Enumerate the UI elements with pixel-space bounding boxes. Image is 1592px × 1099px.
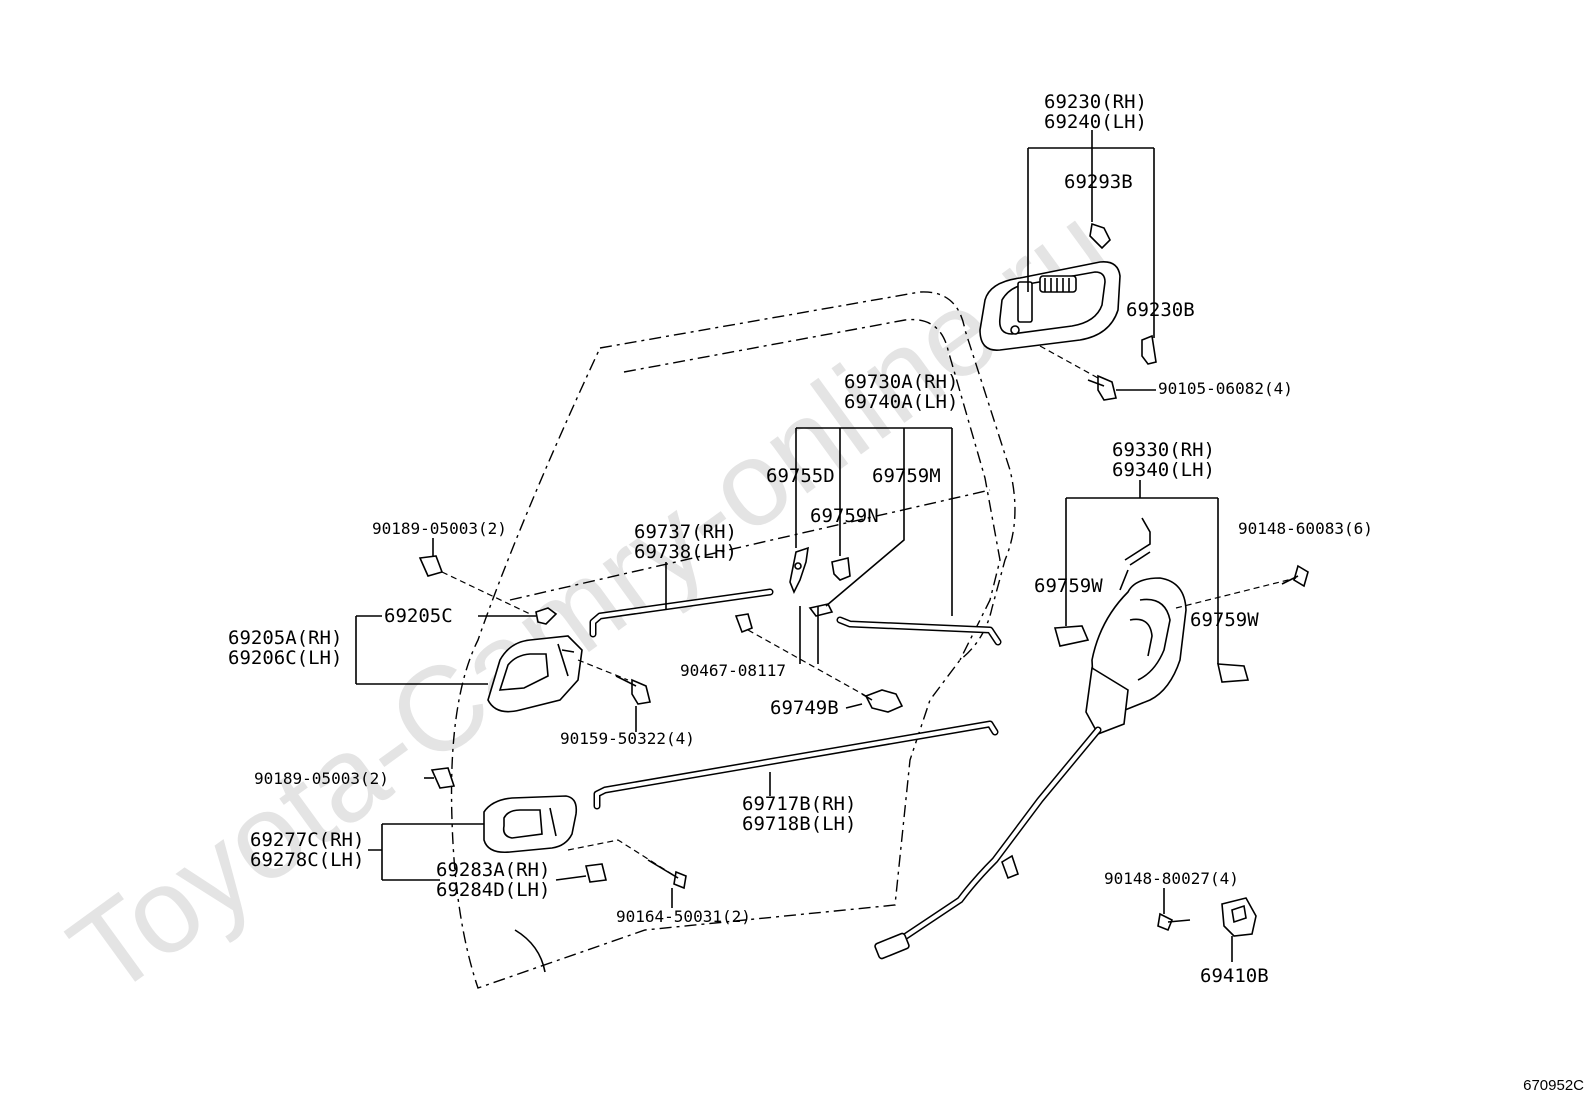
label-90189-bottom: 90189-05003(2) [254, 769, 389, 788]
label-90148-60083: 90148-60083(6) [1238, 519, 1373, 538]
lock-cable [874, 726, 1102, 960]
door-lock-assembly[interactable] [1085, 517, 1187, 735]
label-69205a-rh: 69205A(RH) [228, 627, 342, 649]
label-69278c-lh: 69278C(LH) [250, 849, 364, 871]
label-69718b-lh: 69718B(LH) [742, 813, 856, 835]
label-69340-lh: 69340(LH) [1112, 459, 1215, 481]
label-90467: 90467-08117 [680, 661, 786, 680]
rod-69737[interactable] [589, 588, 774, 638]
door-striker[interactable] [1221, 897, 1257, 937]
outside-door-handle[interactable] [979, 260, 1121, 351]
label-90164: 90164-50031(2) [616, 907, 751, 926]
label-69240-lh: 69240(LH) [1044, 111, 1147, 133]
bezel-cap-69283a[interactable] [585, 863, 607, 883]
label-69759w-left: 69759W [1034, 575, 1103, 597]
label-69749b: 69749B [770, 697, 839, 719]
label-69230-rh: 69230(RH) [1044, 91, 1147, 113]
label-69293b: 69293B [1064, 171, 1133, 193]
label-69737-rh: 69737(RH) [634, 521, 737, 543]
lever-69749b[interactable] [861, 689, 904, 713]
handle-pad-69205c[interactable] [535, 607, 558, 625]
label-69283a-rh: 69283A(RH) [436, 859, 550, 881]
watermark: Toyota-Camry-online.ru [47, 180, 1135, 1021]
rod-clip-69759n[interactable] [831, 557, 851, 581]
screw-90148-80027[interactable] [1157, 912, 1191, 932]
label-90189-top: 90189-05003(2) [372, 519, 507, 538]
clip-90467[interactable] [734, 613, 753, 634]
door-outline [450, 291, 1016, 989]
label-69230b: 69230B [1126, 299, 1195, 321]
screw-90164[interactable] [647, 859, 687, 890]
clip-90189-bottom[interactable] [430, 767, 456, 789]
screw-90148-60083[interactable] [1281, 564, 1309, 588]
label-69730a-rh: 69730A(RH) [844, 371, 958, 393]
label-90159: 90159-50322(4) [560, 729, 695, 748]
label-69277c-rh: 69277C(RH) [250, 829, 364, 851]
bolt-90105[interactable] [1087, 374, 1117, 401]
inside-door-handle[interactable] [487, 635, 583, 713]
rod-clip-69755d[interactable] [789, 546, 809, 594]
handle-pad-part-69293b[interactable] [1089, 222, 1111, 250]
label-69410b: 69410B [1200, 965, 1269, 987]
leader-lines [355, 130, 1297, 962]
label-69759m: 69759M [872, 465, 941, 487]
clip-90189-top[interactable] [418, 555, 444, 577]
handle-cover-part-69230b[interactable] [1141, 334, 1157, 365]
label-69738-lh: 69738(LH) [634, 541, 737, 563]
lock-rod-69730a[interactable] [836, 616, 1002, 646]
label-69330-rh: 69330(RH) [1112, 439, 1215, 461]
label-69740a-lh: 69740A(LH) [844, 391, 958, 413]
door-handle-bezel[interactable] [483, 795, 578, 854]
label-69205c: 69205C [384, 605, 453, 627]
label-90105: 90105-06082(4) [1158, 379, 1293, 398]
label-69759n: 69759N [810, 505, 879, 527]
label-69284d-lh: 69284D(LH) [436, 879, 550, 901]
rod-clip-69759m[interactable] [808, 603, 834, 617]
label-69759w-right: 69759W [1190, 609, 1259, 631]
label-90148-80027: 90148-80027(4) [1104, 869, 1239, 888]
label-69717b-rh: 69717B(RH) [742, 793, 856, 815]
rod-clip-69759w-right[interactable] [1216, 663, 1250, 683]
label-69206c-lh: 69206C(LH) [228, 647, 342, 669]
rod-clip-69759w-left[interactable] [1053, 625, 1090, 647]
rod-69717b[interactable] [593, 720, 999, 810]
diagram-code: 670952C [1523, 1077, 1584, 1094]
label-69755d: 69755D [766, 465, 835, 487]
screw-90159[interactable] [615, 675, 651, 705]
